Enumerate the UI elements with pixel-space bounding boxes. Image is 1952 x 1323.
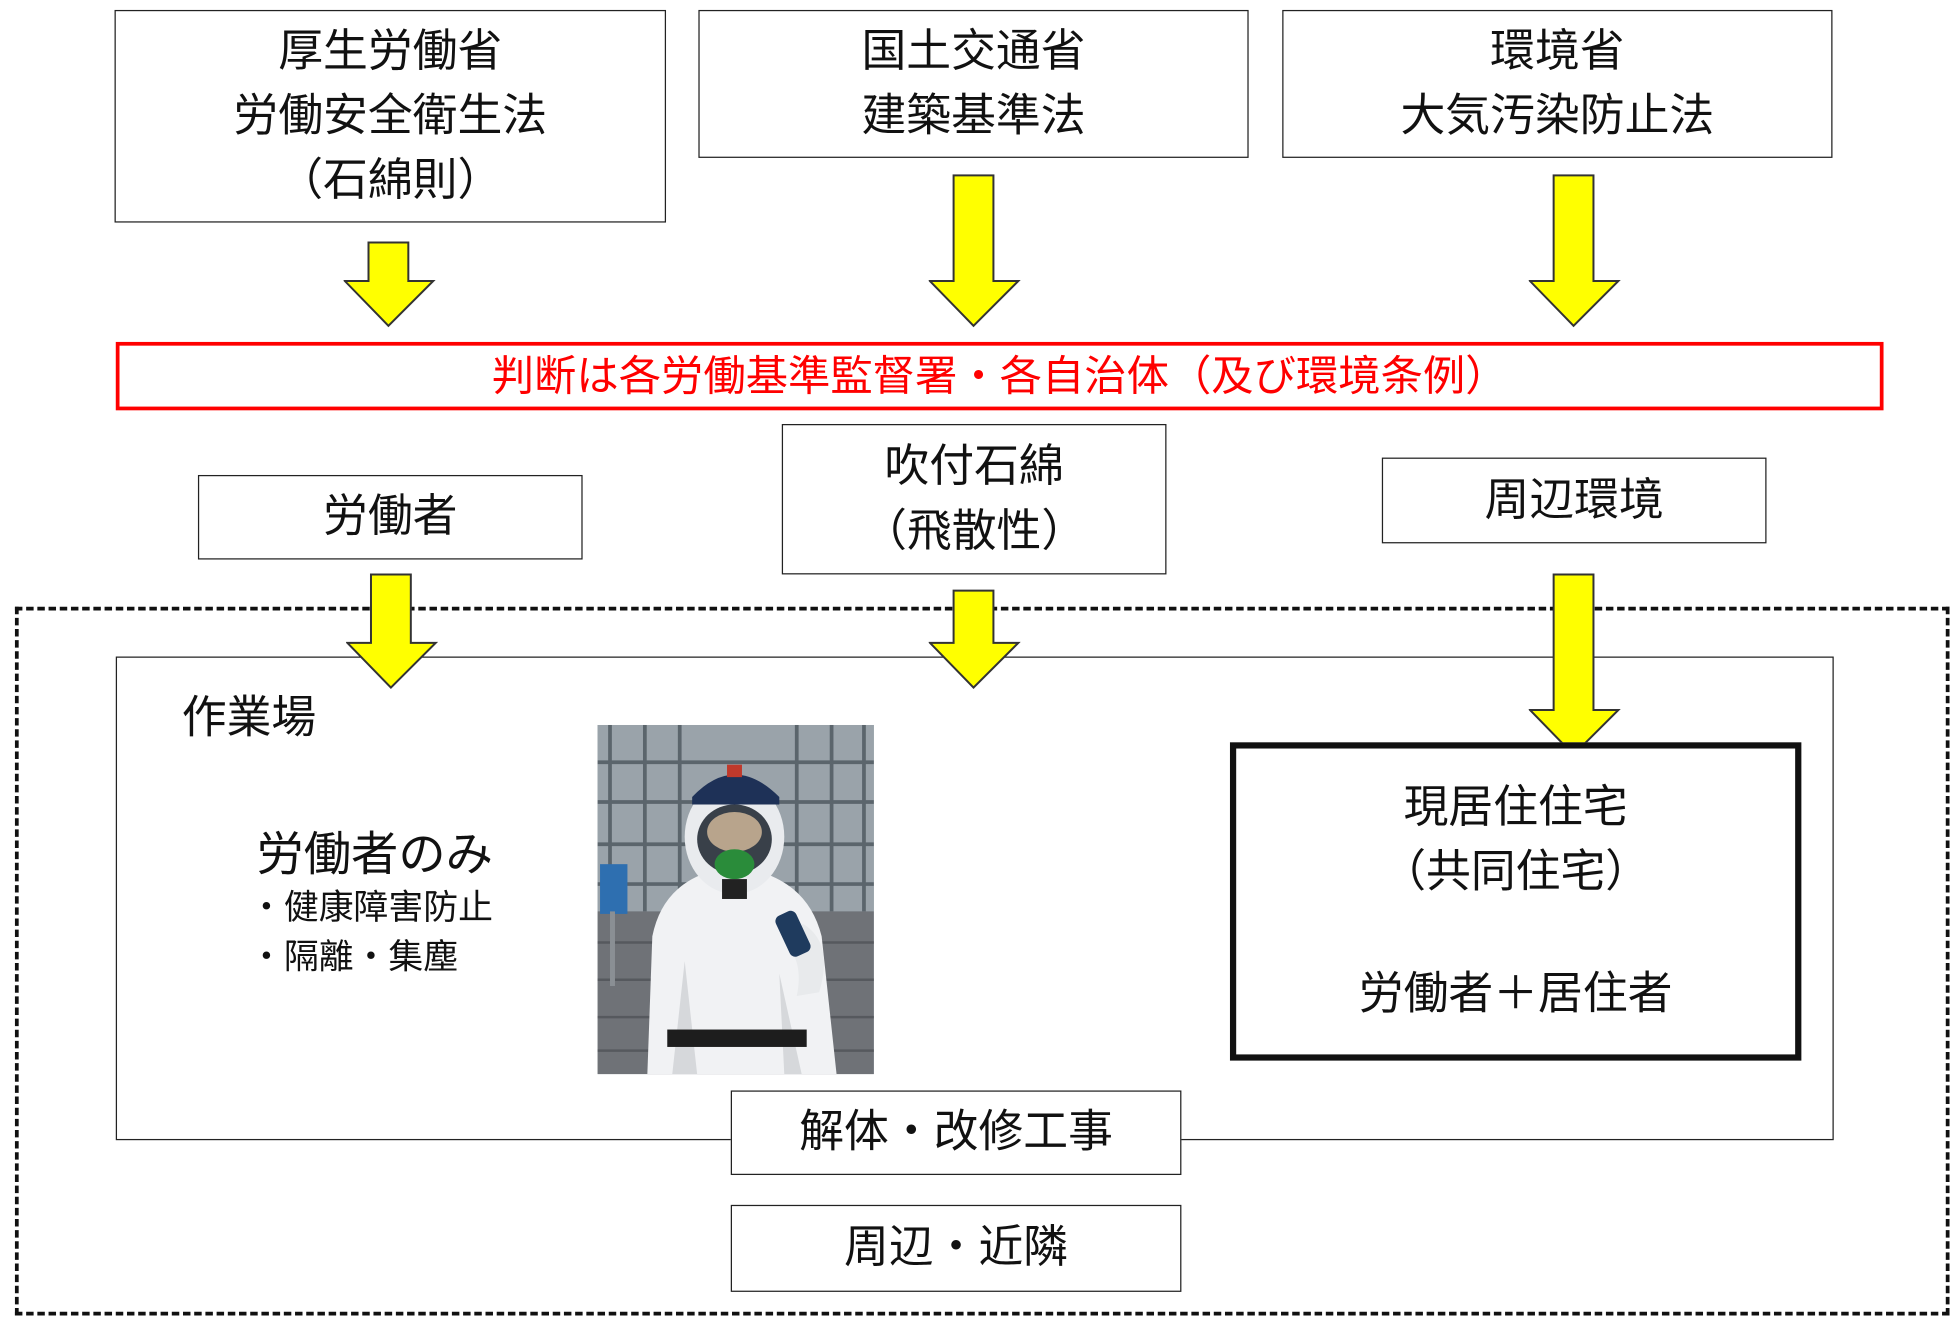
worksite-label: 作業場 [181, 692, 317, 744]
target-asbestos-label: 吹付石綿 [884, 440, 1064, 492]
neighborhood-label: 周辺・近隣 [844, 1222, 1069, 1274]
housing-note: 労働者＋居住者 [1358, 968, 1673, 1020]
judgment-banner: 判断は各労働基準監督署・各自治体（及び環境条例） [115, 341, 1884, 411]
authority-ministry: 厚生労働省 [278, 25, 503, 77]
housing-subtitle: （共同住宅） [1381, 846, 1651, 898]
down-arrow-icon [928, 589, 1021, 690]
occupied-housing-box: 現居住住宅 （共同住宅） 労働者＋居住者 [1229, 742, 1802, 1061]
judgment-text: 判断は各労働基準監督署・各自治体（及び環境条例） [491, 351, 1508, 401]
target-workers-box: 労働者 [197, 474, 583, 560]
authority-law: 建築基準法 [861, 90, 1086, 142]
authority-ministry: 国土交通省 [861, 25, 1086, 77]
authority-law: 大気汚染防止法 [1400, 90, 1715, 142]
down-arrow-icon [346, 573, 439, 690]
authority-box-mlit: 国土交通省 建築基準法 [698, 9, 1249, 158]
workers-only-title: 労働者のみ [256, 826, 493, 882]
target-asbestos-sub: （飛散性） [862, 505, 1087, 557]
authority-box-mhlw: 厚生労働省 労働安全衛生法 （石綿則） [114, 9, 667, 223]
neighborhood-box: 周辺・近隣 [730, 1204, 1182, 1292]
demolition-work-label: 解体・改修工事 [799, 1106, 1113, 1158]
authority-law: 労働安全衛生法 [233, 90, 548, 142]
authority-rule: （石綿則） [278, 154, 503, 206]
authority-ministry: 環境省 [1490, 25, 1625, 77]
target-surroundings-label: 周辺環境 [1484, 474, 1664, 526]
housing-title: 現居住住宅 [1403, 782, 1628, 834]
authority-box-moe: 環境省 大気汚染防止法 [1282, 9, 1833, 158]
protective-suit-worker-photo [597, 724, 874, 1075]
workers-only-item: ・隔離・集塵 [248, 936, 459, 978]
target-sprayed-asbestos-box: 吹付石綿 （飛散性） [781, 423, 1167, 575]
workers-only-item: ・健康障害防止 [248, 886, 493, 928]
down-arrow-icon [1528, 174, 1621, 328]
down-arrow-icon [928, 174, 1021, 328]
down-arrow-icon [343, 241, 436, 328]
target-workers-label: 労働者 [323, 491, 458, 543]
down-arrow-icon [1528, 573, 1621, 757]
target-surroundings-box: 周辺環境 [1381, 457, 1767, 544]
demolition-work-box: 解体・改修工事 [730, 1090, 1182, 1176]
